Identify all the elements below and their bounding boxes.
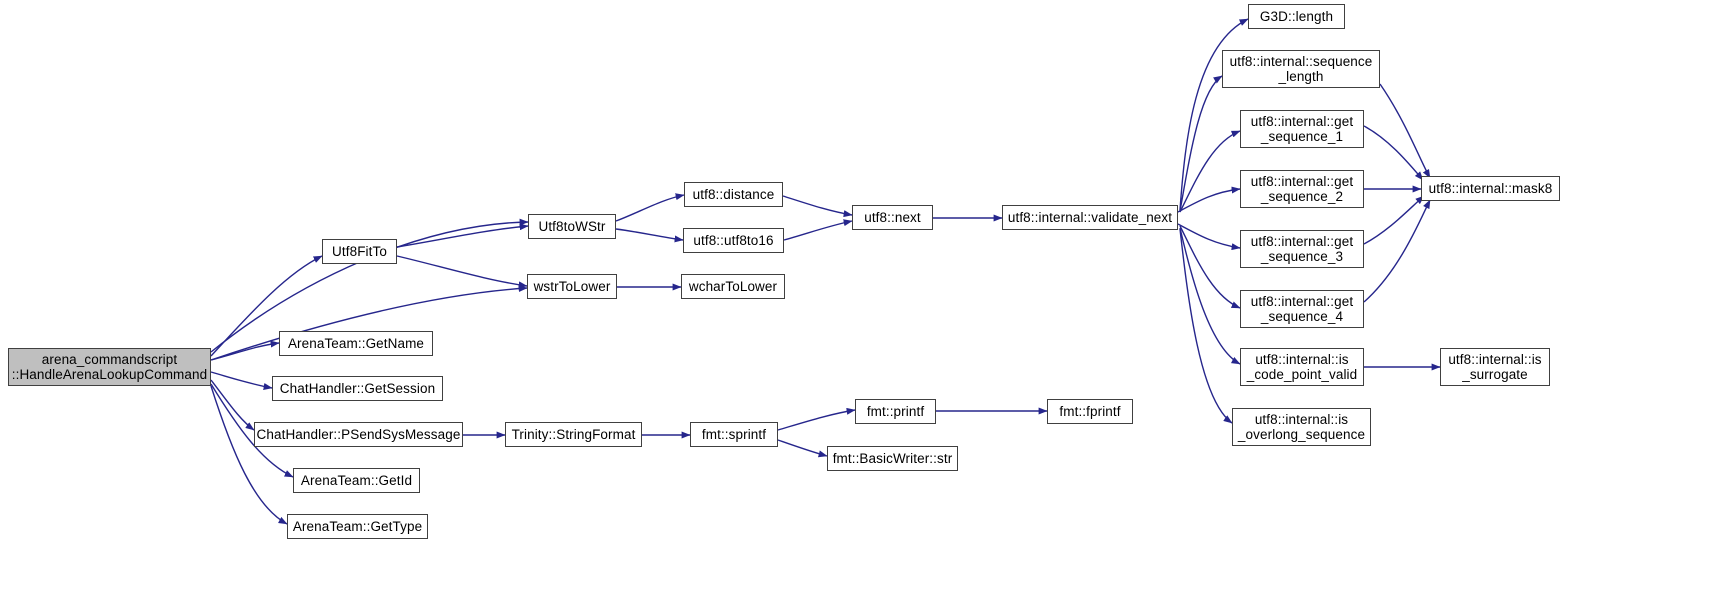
graph-edge-get_sequence_1-to-mask8 <box>1363 125 1424 181</box>
graph-node-is_code_point_valid[interactable]: utf8::internal::is _code_point_valid <box>1240 348 1364 386</box>
graph-node-label: utf8::internal::is _surrogate <box>1448 352 1542 382</box>
graph-edge-get_sequence_3-to-mask8 <box>1363 195 1425 245</box>
graph-node-get_sequence_3[interactable]: utf8::internal::get _sequence_3 <box>1240 230 1364 268</box>
graph-node-getsession[interactable]: ChatHandler::GetSession <box>272 376 443 401</box>
graph-node-is_overlong[interactable]: utf8::internal::is _overlong_sequence <box>1232 408 1371 446</box>
graph-node-utf8towstr[interactable]: Utf8toWStr <box>528 214 616 239</box>
graph-node-utf8to16[interactable]: utf8::utf8to16 <box>683 228 784 253</box>
graph-node-getname[interactable]: ArenaTeam::GetName <box>279 331 433 356</box>
graph-node-printf[interactable]: fmt::printf <box>855 399 936 424</box>
graph-edge-root-to-getsession <box>210 371 273 390</box>
graph-edge-sprintf-to-printf <box>777 407 856 431</box>
graph-edge-utf8towstr-to-utf8to16 <box>615 228 684 243</box>
graph-node-distance[interactable]: utf8::distance <box>684 182 783 207</box>
graph-node-label: utf8::internal::get _sequence_3 <box>1250 234 1354 264</box>
graph-node-label: ArenaTeam::GetId <box>300 473 413 488</box>
graph-node-root[interactable]: arena_commandscript ::HandleArenaLookupC… <box>8 348 211 386</box>
graph-node-label: wcharToLower <box>688 279 778 294</box>
graph-node-label: wstrToLower <box>533 279 611 294</box>
graph-node-label: arena_commandscript ::HandleArenaLookupC… <box>11 352 208 382</box>
graph-node-gettype[interactable]: ArenaTeam::GetType <box>287 514 428 539</box>
graph-edge-utf8fitto-to-wstrtolower <box>396 255 528 289</box>
graph-node-getid[interactable]: ArenaTeam::GetId <box>293 468 420 493</box>
graph-node-get_sequence_1[interactable]: utf8::internal::get _sequence_1 <box>1240 110 1364 148</box>
graph-node-label: utf8::internal::validate_next <box>1007 210 1173 225</box>
graph-node-is_surrogate[interactable]: utf8::internal::is _surrogate <box>1440 348 1550 386</box>
graph-node-label: ChatHandler::GetSession <box>279 381 436 396</box>
graph-node-sequence_length[interactable]: utf8::internal::sequence _length <box>1222 50 1380 88</box>
graph-node-label: fmt::printf <box>866 404 925 419</box>
graph-edge-sprintf-to-basicwriter_str <box>777 439 828 458</box>
graph-node-utf8fitto[interactable]: Utf8FitTo <box>322 239 397 264</box>
graph-edge-utf8fitto-to-utf8towstr <box>396 223 529 248</box>
graph-node-label: fmt::fprintf <box>1059 404 1121 419</box>
graph-node-label: utf8::utf8to16 <box>693 233 774 248</box>
graph-node-g3dlength[interactable]: G3D::length <box>1248 4 1345 29</box>
graph-node-label: utf8::distance <box>692 187 775 202</box>
graph-node-label: ChatHandler::PSendSysMessage <box>256 427 461 442</box>
graph-edge-root-to-gettype <box>210 385 288 525</box>
graph-node-wchartolower[interactable]: wcharToLower <box>681 274 785 299</box>
graph-node-label: ArenaTeam::GetName <box>287 336 425 351</box>
graph-edge-validate_next-to-is_code_point_valid <box>1179 227 1241 365</box>
graph-node-label: G3D::length <box>1259 9 1334 24</box>
graph-edge-utf8towstr-to-distance <box>615 193 685 222</box>
graph-node-stringformat[interactable]: Trinity::StringFormat <box>505 422 642 447</box>
graph-edge-validate_next-to-g3dlength <box>1179 18 1249 211</box>
graph-node-mask8[interactable]: utf8::internal::mask8 <box>1421 176 1560 201</box>
graph-edge-get_sequence_4-to-mask8 <box>1363 199 1431 303</box>
graph-node-label: fmt::sprintf <box>701 427 767 442</box>
graph-edges <box>210 18 1441 525</box>
graph-node-label: utf8::next <box>864 210 921 225</box>
graph-edge-root-to-psendsysmessage <box>210 379 255 431</box>
graph-node-label: utf8::internal::get _sequence_1 <box>1250 114 1354 144</box>
graph-node-wstrtolower[interactable]: wstrToLower <box>527 274 617 299</box>
graph-node-fprintf[interactable]: fmt::fprintf <box>1047 399 1133 424</box>
graph-node-label: utf8::internal::is _code_point_valid <box>1246 352 1358 382</box>
graph-edge-validate_next-to-is_overlong <box>1179 228 1233 424</box>
graph-node-label: utf8::internal::mask8 <box>1428 181 1553 196</box>
graph-node-psendsysmessage[interactable]: ChatHandler::PSendSysMessage <box>254 422 463 447</box>
graph-node-get_sequence_2[interactable]: utf8::internal::get _sequence_2 <box>1240 170 1364 208</box>
graph-node-next[interactable]: utf8::next <box>852 205 933 230</box>
graph-edge-validate_next-to-get_sequence_2 <box>1177 186 1241 213</box>
graph-edge-distance-to-next <box>782 195 853 218</box>
graph-edge-validate_next-to-sequence_length <box>1179 75 1223 212</box>
graph-node-label: utf8::internal::sequence _length <box>1229 54 1373 84</box>
graph-node-label: Utf8FitTo <box>332 244 387 259</box>
graph-edge-root-to-getname <box>210 340 280 361</box>
graph-node-label: utf8::internal::get _sequence_2 <box>1250 174 1354 204</box>
graph-node-label: utf8::internal::get _sequence_4 <box>1250 294 1354 324</box>
graph-edge-validate_next-to-get_sequence_3 <box>1177 223 1241 251</box>
graph-edge-validate_next-to-get_sequence_4 <box>1179 225 1241 309</box>
graph-node-label: utf8::internal::is _overlong_sequence <box>1237 412 1366 442</box>
graph-edge-utf8to16-to-next <box>783 219 853 241</box>
graph-edge-validate_next-to-get_sequence_1 <box>1179 130 1241 213</box>
graph-edge-sequence_length-to-mask8 <box>1379 83 1431 179</box>
graph-node-validate_next[interactable]: utf8::internal::validate_next <box>1002 205 1178 230</box>
graph-node-sprintf[interactable]: fmt::sprintf <box>690 422 778 447</box>
graph-node-basicwriter_str[interactable]: fmt::BasicWriter::str <box>827 446 958 471</box>
graph-node-label: ArenaTeam::GetType <box>292 519 423 534</box>
graph-node-label: Trinity::StringFormat <box>511 427 636 442</box>
graph-node-get_sequence_4[interactable]: utf8::internal::get _sequence_4 <box>1240 290 1364 328</box>
graph-node-label: fmt::BasicWriter::str <box>832 451 953 466</box>
graph-node-label: Utf8toWStr <box>538 219 606 234</box>
